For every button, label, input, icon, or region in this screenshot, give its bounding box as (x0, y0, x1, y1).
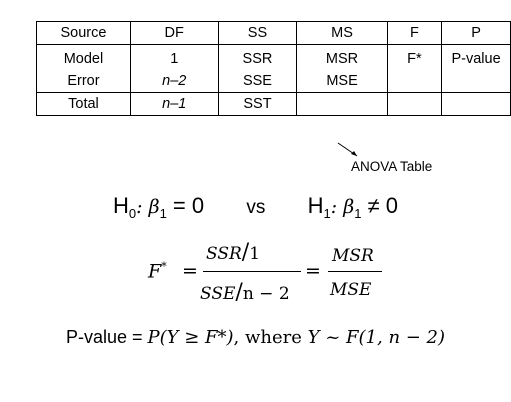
cell-p (441, 70, 511, 93)
distribution-expression: Y ~ F(1, n − 2) (307, 327, 446, 348)
formula-numerator-1: SSR/1 (206, 240, 261, 265)
table-header-row: Source DF SS MS F P (36, 21, 511, 45)
cell-ms: MSR (296, 44, 388, 70)
p-value-label: P-value = (65, 327, 148, 347)
header-f: F (386, 21, 443, 45)
h0-letter: H (113, 193, 129, 218)
where-text: , where (233, 327, 308, 348)
hypothesis-statement: H0: β1 = 0 vs H1: β1 ≠ 0 (0, 193, 511, 221)
table-row: Error n–2 SSE MSE (36, 70, 511, 93)
cell-source: Total (36, 92, 131, 116)
fraction-bar-2 (328, 271, 382, 272)
p-value-definition: P-value = P(Y ≥ F*), where Y ~ F(1, n − … (0, 327, 511, 348)
h0-subscript: 0 (128, 206, 137, 221)
formula-equals-2: = (305, 260, 321, 282)
table-caption: ANOVA Table (351, 159, 433, 174)
formula-equals-1: = (182, 260, 198, 282)
h0-beta: : β (136, 196, 160, 218)
cell-source: Model (36, 44, 131, 70)
header-source: Source (36, 21, 131, 45)
formula-denominator-2: MSE (330, 280, 372, 300)
formula-lhs: F* (148, 260, 167, 283)
cell-ss: SST (217, 92, 298, 116)
cell-ms: MSE (296, 70, 388, 93)
p-value-expression: P(Y ≥ F*) (147, 327, 234, 348)
header-ms: MS (296, 21, 388, 45)
f-statistic-formula: F* = SSR/1 SSE/n − 2 = MSR MSE (148, 238, 388, 310)
header-p: P (441, 21, 511, 45)
h1-value: ≠ 0 (361, 193, 398, 218)
cell-ss: SSE (217, 70, 298, 93)
cell-source: Error (36, 70, 131, 93)
h0-beta-subscript: 1 (159, 206, 167, 221)
table-row: Total n–1 SST (36, 92, 511, 116)
cell-ss: SSR (217, 44, 298, 70)
h1-subscript: 1 (323, 206, 331, 221)
table-row: Model 1 SSR MSR F* P-value (36, 44, 511, 70)
fraction-bar-1 (203, 271, 301, 272)
cell-f (386, 92, 443, 116)
h1-beta: : β (330, 196, 355, 218)
formula-denominator-1: SSE/n − 2 (200, 280, 290, 305)
cell-p (441, 92, 511, 116)
anova-table: Source DF SS MS F P Model 1 SSR MSR F* P… (36, 21, 511, 116)
h1-letter: H (307, 193, 324, 218)
h0-value: = 0 (166, 193, 205, 218)
cell-f (386, 70, 443, 93)
cell-df: n–1 (129, 92, 219, 116)
vs-text: vs (246, 197, 266, 218)
header-df: DF (129, 21, 219, 45)
cell-p: P-value (441, 44, 511, 70)
formula-numerator-2: MSR (332, 246, 374, 266)
cell-f: F* (386, 44, 443, 70)
h1-beta-subscript: 1 (354, 206, 362, 221)
